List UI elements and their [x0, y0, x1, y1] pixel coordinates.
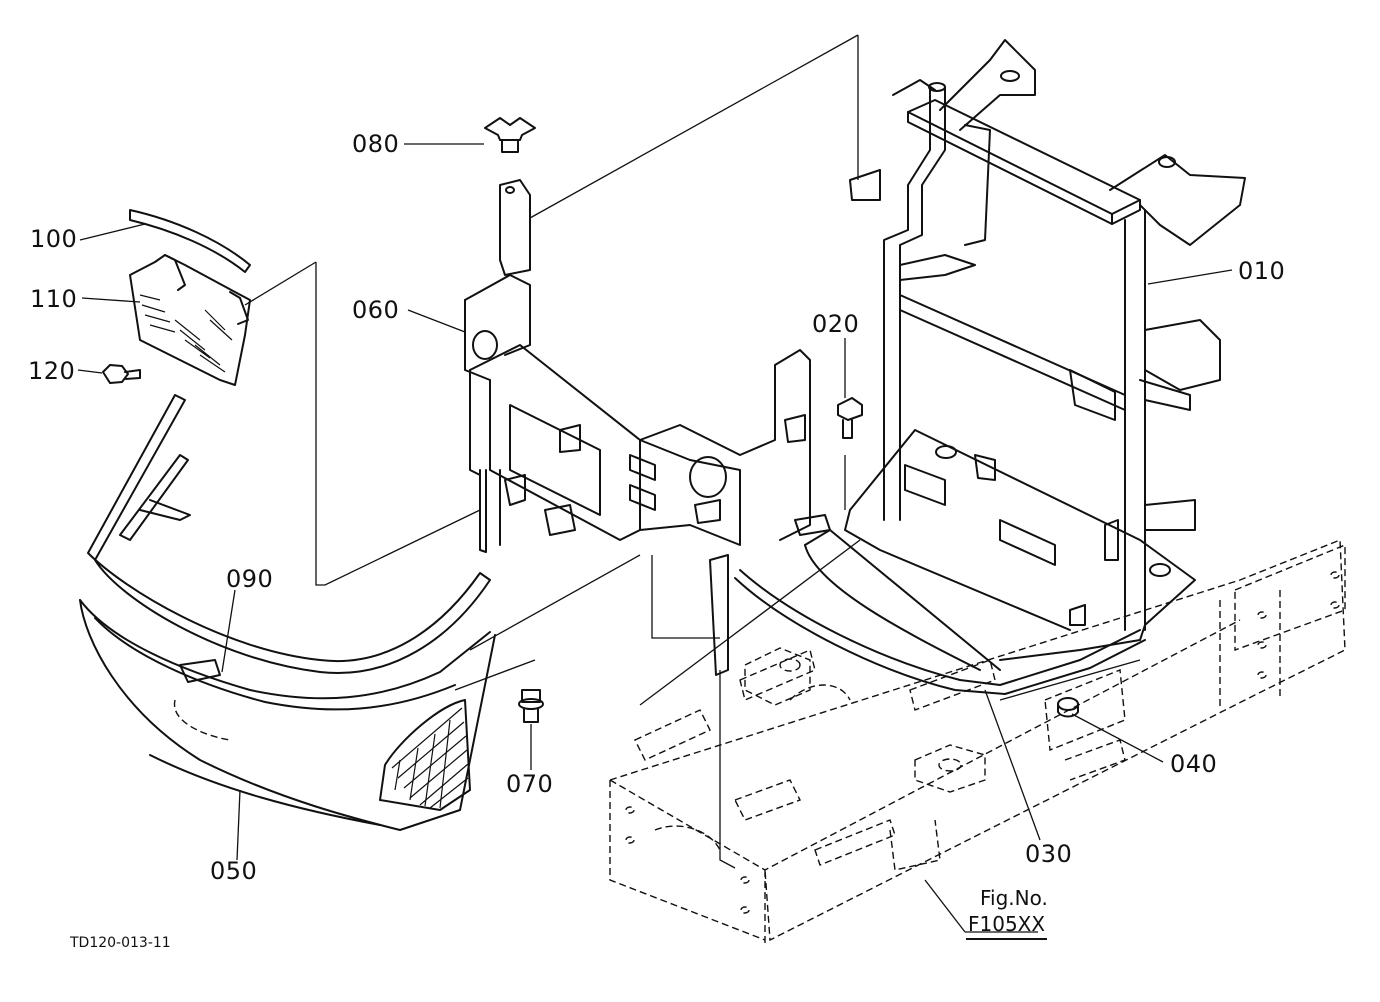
bolt-070 — [518, 689, 544, 723]
callout-leaders — [77, 143, 1233, 933]
frame-010 — [844, 39, 1246, 661]
callout-070: 070 — [506, 770, 554, 798]
figure-number: F105XX — [966, 912, 1048, 940]
callout-110: 110 — [30, 285, 78, 313]
callout-030: 030 — [1025, 840, 1073, 868]
callout-050: 050 — [210, 857, 258, 885]
figure-label: Fig.No. — [980, 886, 1048, 910]
callout-080: 080 — [352, 130, 400, 158]
callout-060: 060 — [352, 296, 400, 324]
grille-110 — [129, 254, 251, 386]
strip-100 — [129, 209, 251, 273]
callout-020: 020 — [812, 310, 860, 338]
wing-bolt-080 — [484, 117, 536, 153]
callout-040: 040 — [1170, 750, 1218, 778]
callout-120: 120 — [28, 357, 76, 385]
bracket-060 — [464, 179, 831, 676]
callout-010: 010 — [1238, 257, 1286, 285]
bumper-050 — [79, 599, 496, 831]
callout-090: 090 — [226, 565, 274, 593]
screw-120 — [102, 364, 141, 384]
chassis-phantom — [609, 538, 1346, 945]
bolt-020 — [837, 397, 863, 439]
drawing-code: TD120-013-11 — [70, 935, 171, 951]
trim-090 — [87, 394, 491, 674]
assembly-lines — [244, 34, 1141, 869]
callout-100: 100 — [30, 225, 78, 253]
